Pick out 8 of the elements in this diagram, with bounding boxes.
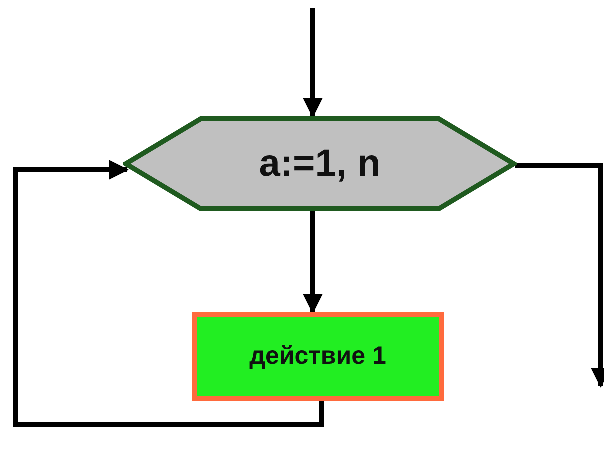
- node-text: действие 1: [250, 342, 386, 371]
- arrow: [14, 160, 324, 428]
- process-box: [192, 312, 444, 401]
- arrow: [303, 210, 323, 314]
- arrow: [515, 164, 604, 388]
- arrow: [303, 8, 323, 118]
- loop-hexagon: [123, 116, 517, 212]
- node-text: a:=1, n: [259, 142, 381, 186]
